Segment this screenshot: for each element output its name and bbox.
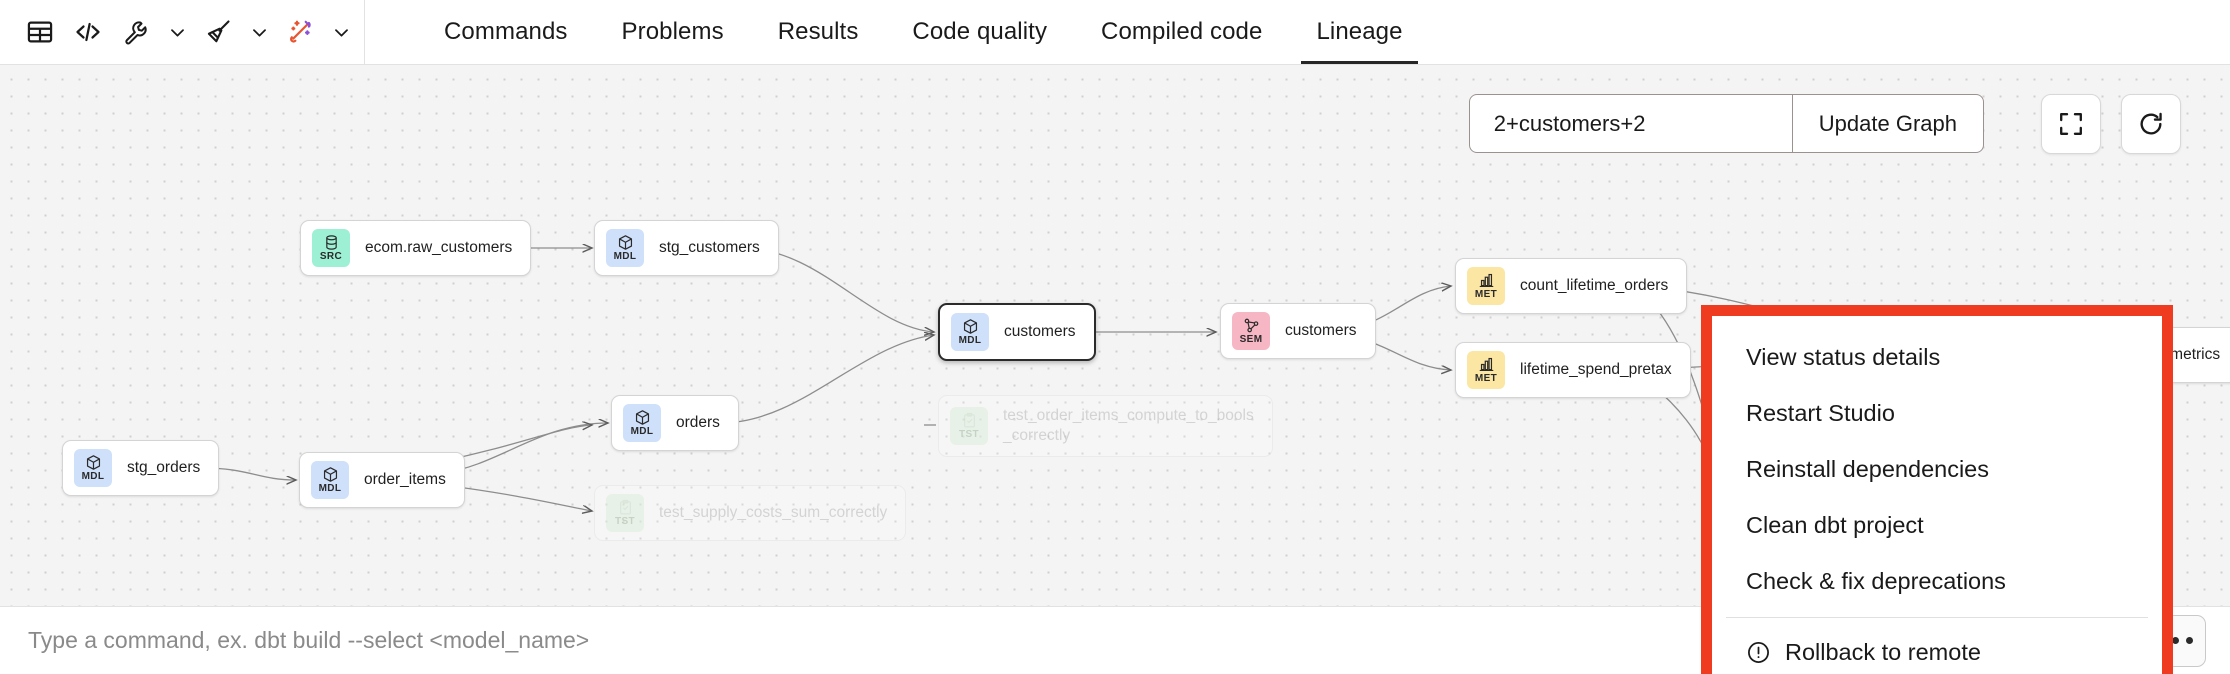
lineage-node-count-lifetime-orders[interactable]: MET count_lifetime_orders: [1455, 258, 1688, 314]
update-graph-button[interactable]: Update Graph: [1818, 110, 1957, 136]
menu-divider: [1726, 617, 2148, 619]
mdl-badge-icon: MDL: [606, 229, 644, 267]
menu-item-restart-studio[interactable]: Restart Studio: [1712, 386, 2162, 442]
node-label: test_order_items_compute_to_bools _corre…: [1003, 407, 1254, 444]
mdl-badge-icon: MDL: [74, 449, 112, 487]
sem-badge-icon: SEM: [1232, 312, 1270, 350]
node-label: lifetime_spend_pretax: [1520, 361, 1672, 379]
met-badge-icon: MET: [1467, 267, 1505, 305]
tst-badge-icon: TST: [950, 407, 988, 445]
node-label: ecom.raw_customers: [365, 239, 513, 257]
table-view-icon[interactable]: [18, 10, 62, 54]
editor-tool-group: [0, 0, 387, 64]
lineage-node-customers-sem[interactable]: SEM customers: [1220, 303, 1376, 359]
lineage-node-ecom-raw-customers[interactable]: SRC ecom.raw_customers: [300, 220, 532, 276]
tab-results[interactable]: Results: [777, 18, 859, 45]
broom-chevron-down-icon[interactable]: [244, 10, 274, 54]
menu-item-label: Reinstall dependencies: [1746, 456, 1989, 483]
tst-badge-icon: TST: [606, 494, 644, 532]
wrench-icon[interactable]: [114, 10, 158, 54]
badge-label: MDL: [613, 251, 637, 262]
top-toolbar: Commands Problems Results Code quality Compi…: [0, 0, 2230, 65]
node-label: customers: [1004, 323, 1076, 341]
menu-item-label: View status details: [1746, 344, 1941, 371]
met-badge-icon: MET: [1467, 351, 1505, 389]
tab-code-quality[interactable]: Code quality: [912, 18, 1048, 45]
badge-label: MDL: [958, 335, 982, 346]
lineage-node-stg-orders[interactable]: MDL stg_orders: [62, 440, 220, 496]
magic-wand-chevron-down-icon[interactable]: [326, 10, 356, 54]
mdl-badge-icon: MDL: [311, 461, 349, 499]
panel-tabs: Commands Problems Results Code quality Compi…: [387, 0, 1430, 64]
broom-icon[interactable]: [196, 10, 240, 54]
tab-commands[interactable]: Commands: [444, 18, 568, 45]
graph-selector-input[interactable]: 2+customers+2: [1493, 110, 1646, 136]
lineage-node-order-items[interactable]: MDL order_items: [299, 452, 465, 508]
lineage-node-customers-mdl[interactable]: MDL customers: [938, 303, 1096, 361]
tab-problems[interactable]: Problems: [621, 18, 724, 45]
menu-item-reinstall-dependencies[interactable]: Reinstall dependencies: [1712, 442, 2162, 498]
badge-label: MET: [1474, 373, 1498, 384]
menu-item-label: Restart Studio: [1746, 400, 1895, 427]
menu-item-clean-dbt-project[interactable]: Clean dbt project: [1712, 497, 2162, 553]
badge-label: MDL: [630, 426, 654, 437]
mdl-badge-icon: MDL: [623, 404, 661, 442]
menu-item-label: Clean dbt project: [1746, 511, 1924, 538]
mdl-badge-icon: MDL: [951, 313, 989, 351]
menu-item-check-fix-deprecations[interactable]: Check & fix deprecations: [1712, 553, 2162, 609]
menu-item-label: Check & fix deprecations: [1746, 567, 2006, 594]
wrench-chevron-down-icon[interactable]: [162, 10, 192, 54]
fullscreen-icon[interactable]: [2041, 94, 2101, 154]
dot: [2185, 637, 2193, 644]
badge-label: TST: [614, 516, 636, 527]
lineage-node-stg-customers[interactable]: MDL stg_customers: [594, 220, 779, 276]
node-label: orders: [676, 414, 720, 432]
lineage-node-test-supply-costs[interactable]: TST test_supply_costs_sum_correctly: [594, 485, 907, 541]
menu-item-view-status-details[interactable]: View status details: [1712, 330, 2162, 386]
badge-label: TST: [958, 429, 980, 440]
badge-label: SEM: [1239, 334, 1263, 345]
src-badge-icon: SRC: [312, 229, 350, 267]
node-label: stg_customers: [659, 239, 760, 257]
badge-label: MDL: [318, 483, 342, 494]
refresh-icon[interactable]: [2121, 94, 2181, 154]
dot: [2171, 637, 2179, 644]
node-label: customers: [1285, 322, 1357, 340]
tab-lineage[interactable]: Lineage: [1289, 0, 1429, 64]
toolbar-divider: [364, 0, 365, 64]
warning-circle-icon: [1746, 640, 1771, 665]
badge-label: SRC: [319, 251, 343, 262]
badge-label: MET: [1474, 289, 1498, 300]
node-label: test_supply_costs_sum_correctly: [659, 504, 888, 522]
lineage-node-test-order-items[interactable]: TST test_order_items_compute_to_bools _co…: [938, 395, 1273, 457]
tab-compiled-code[interactable]: Compiled code: [1101, 18, 1263, 45]
node-label: order_items: [364, 471, 446, 489]
node-label: stg_orders: [127, 459, 201, 477]
graph-selector-toolbar: 2+customers+2 Update Graph: [1468, 94, 1984, 153]
toolbar-separator: [1791, 95, 1793, 152]
code-view-icon[interactable]: [66, 10, 110, 54]
menu-item-label: Rollback to remote: [1785, 638, 1981, 665]
command-input[interactable]: Type a command, ex. dbt build --select <…: [28, 627, 590, 653]
magic-wand-icon[interactable]: [278, 10, 322, 54]
badge-label: MDL: [81, 471, 105, 482]
lineage-node-lifetime-spend-pretax[interactable]: MET lifetime_spend_pretax: [1455, 342, 1691, 398]
menu-item-rollback-to-remote[interactable]: Rollback to remote: [1712, 624, 2162, 674]
node-label: count_lifetime_orders: [1520, 277, 1669, 295]
lineage-node-orders[interactable]: MDL orders: [611, 395, 739, 451]
